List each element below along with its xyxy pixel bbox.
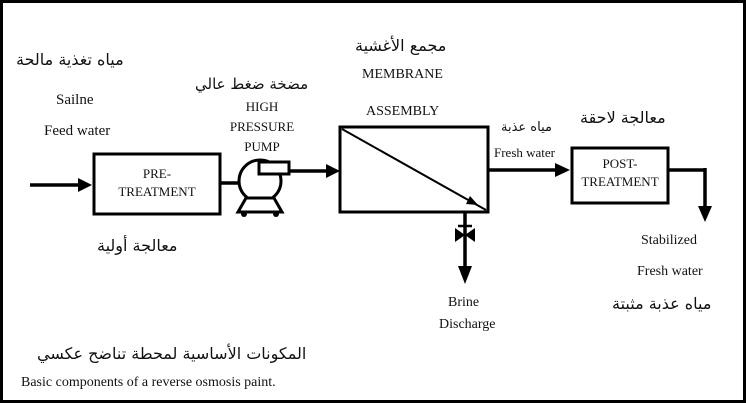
membrane-label-1: MEMBRANE <box>362 67 443 82</box>
pump-label-2: PRESSURE <box>229 119 295 134</box>
pre-treatment-box <box>92 152 222 216</box>
post-treatment-box <box>570 146 670 205</box>
stabilized-arabic: مياه عذبة مثبتة <box>612 294 712 313</box>
stabilized-label-1: Stabilized <box>641 233 697 248</box>
brine-valve-right <box>465 228 475 242</box>
pre-treatment-arabic: معالجة أولية <box>97 236 178 255</box>
pump-label-3: PUMP <box>244 139 280 154</box>
pump-label-1: HIGH <box>245 99 279 114</box>
fresh-water-arabic: مياه عذبة <box>501 120 552 135</box>
fresh-water-label: Fresh water <box>494 145 556 160</box>
membrane-diagonal <box>341 128 487 211</box>
post-treatment-line1: POST- <box>602 156 638 171</box>
brine-label-2: Discharge <box>439 317 496 332</box>
post-treatment-line2: TREATMENT <box>581 174 659 189</box>
pump-arabic: مضخة ضغط عالي <box>195 75 309 93</box>
feed-water-label-1: Sailne <box>56 92 94 108</box>
pre-treatment-line1: PRE- <box>142 166 172 181</box>
pre-treatment-line2: TREATMENT <box>118 184 196 199</box>
brine-valve-left <box>455 228 465 242</box>
post-outlet-arrowhead <box>698 206 712 222</box>
membrane-label-2: ASSEMBLY <box>366 104 440 119</box>
inlet-arrowhead <box>78 178 92 192</box>
post-treatment-arabic: معالجة لاحقة <box>580 108 666 127</box>
caption-english: Basic components of a reverse osmosis pa… <box>21 375 276 390</box>
feed-water-label-2: Feed water <box>44 123 111 139</box>
pump-to-membrane-arrowhead <box>326 164 340 178</box>
brine-arrowhead <box>458 266 472 284</box>
caption-arabic: المكونات الأساسية لمحطة تناضح عكسي <box>37 344 307 363</box>
brine-label-1: Brine <box>448 295 480 310</box>
membrane-diagonal-arrowhead <box>466 196 478 205</box>
stabilized-label-2: Fresh water <box>637 264 703 279</box>
feed-water-arabic: مياه تغذية مالحة <box>16 50 124 69</box>
pump-icon <box>235 158 291 217</box>
membrane-arabic: مجمع الأغشية <box>355 36 447 55</box>
fresh-water-arrowhead <box>555 163 570 177</box>
